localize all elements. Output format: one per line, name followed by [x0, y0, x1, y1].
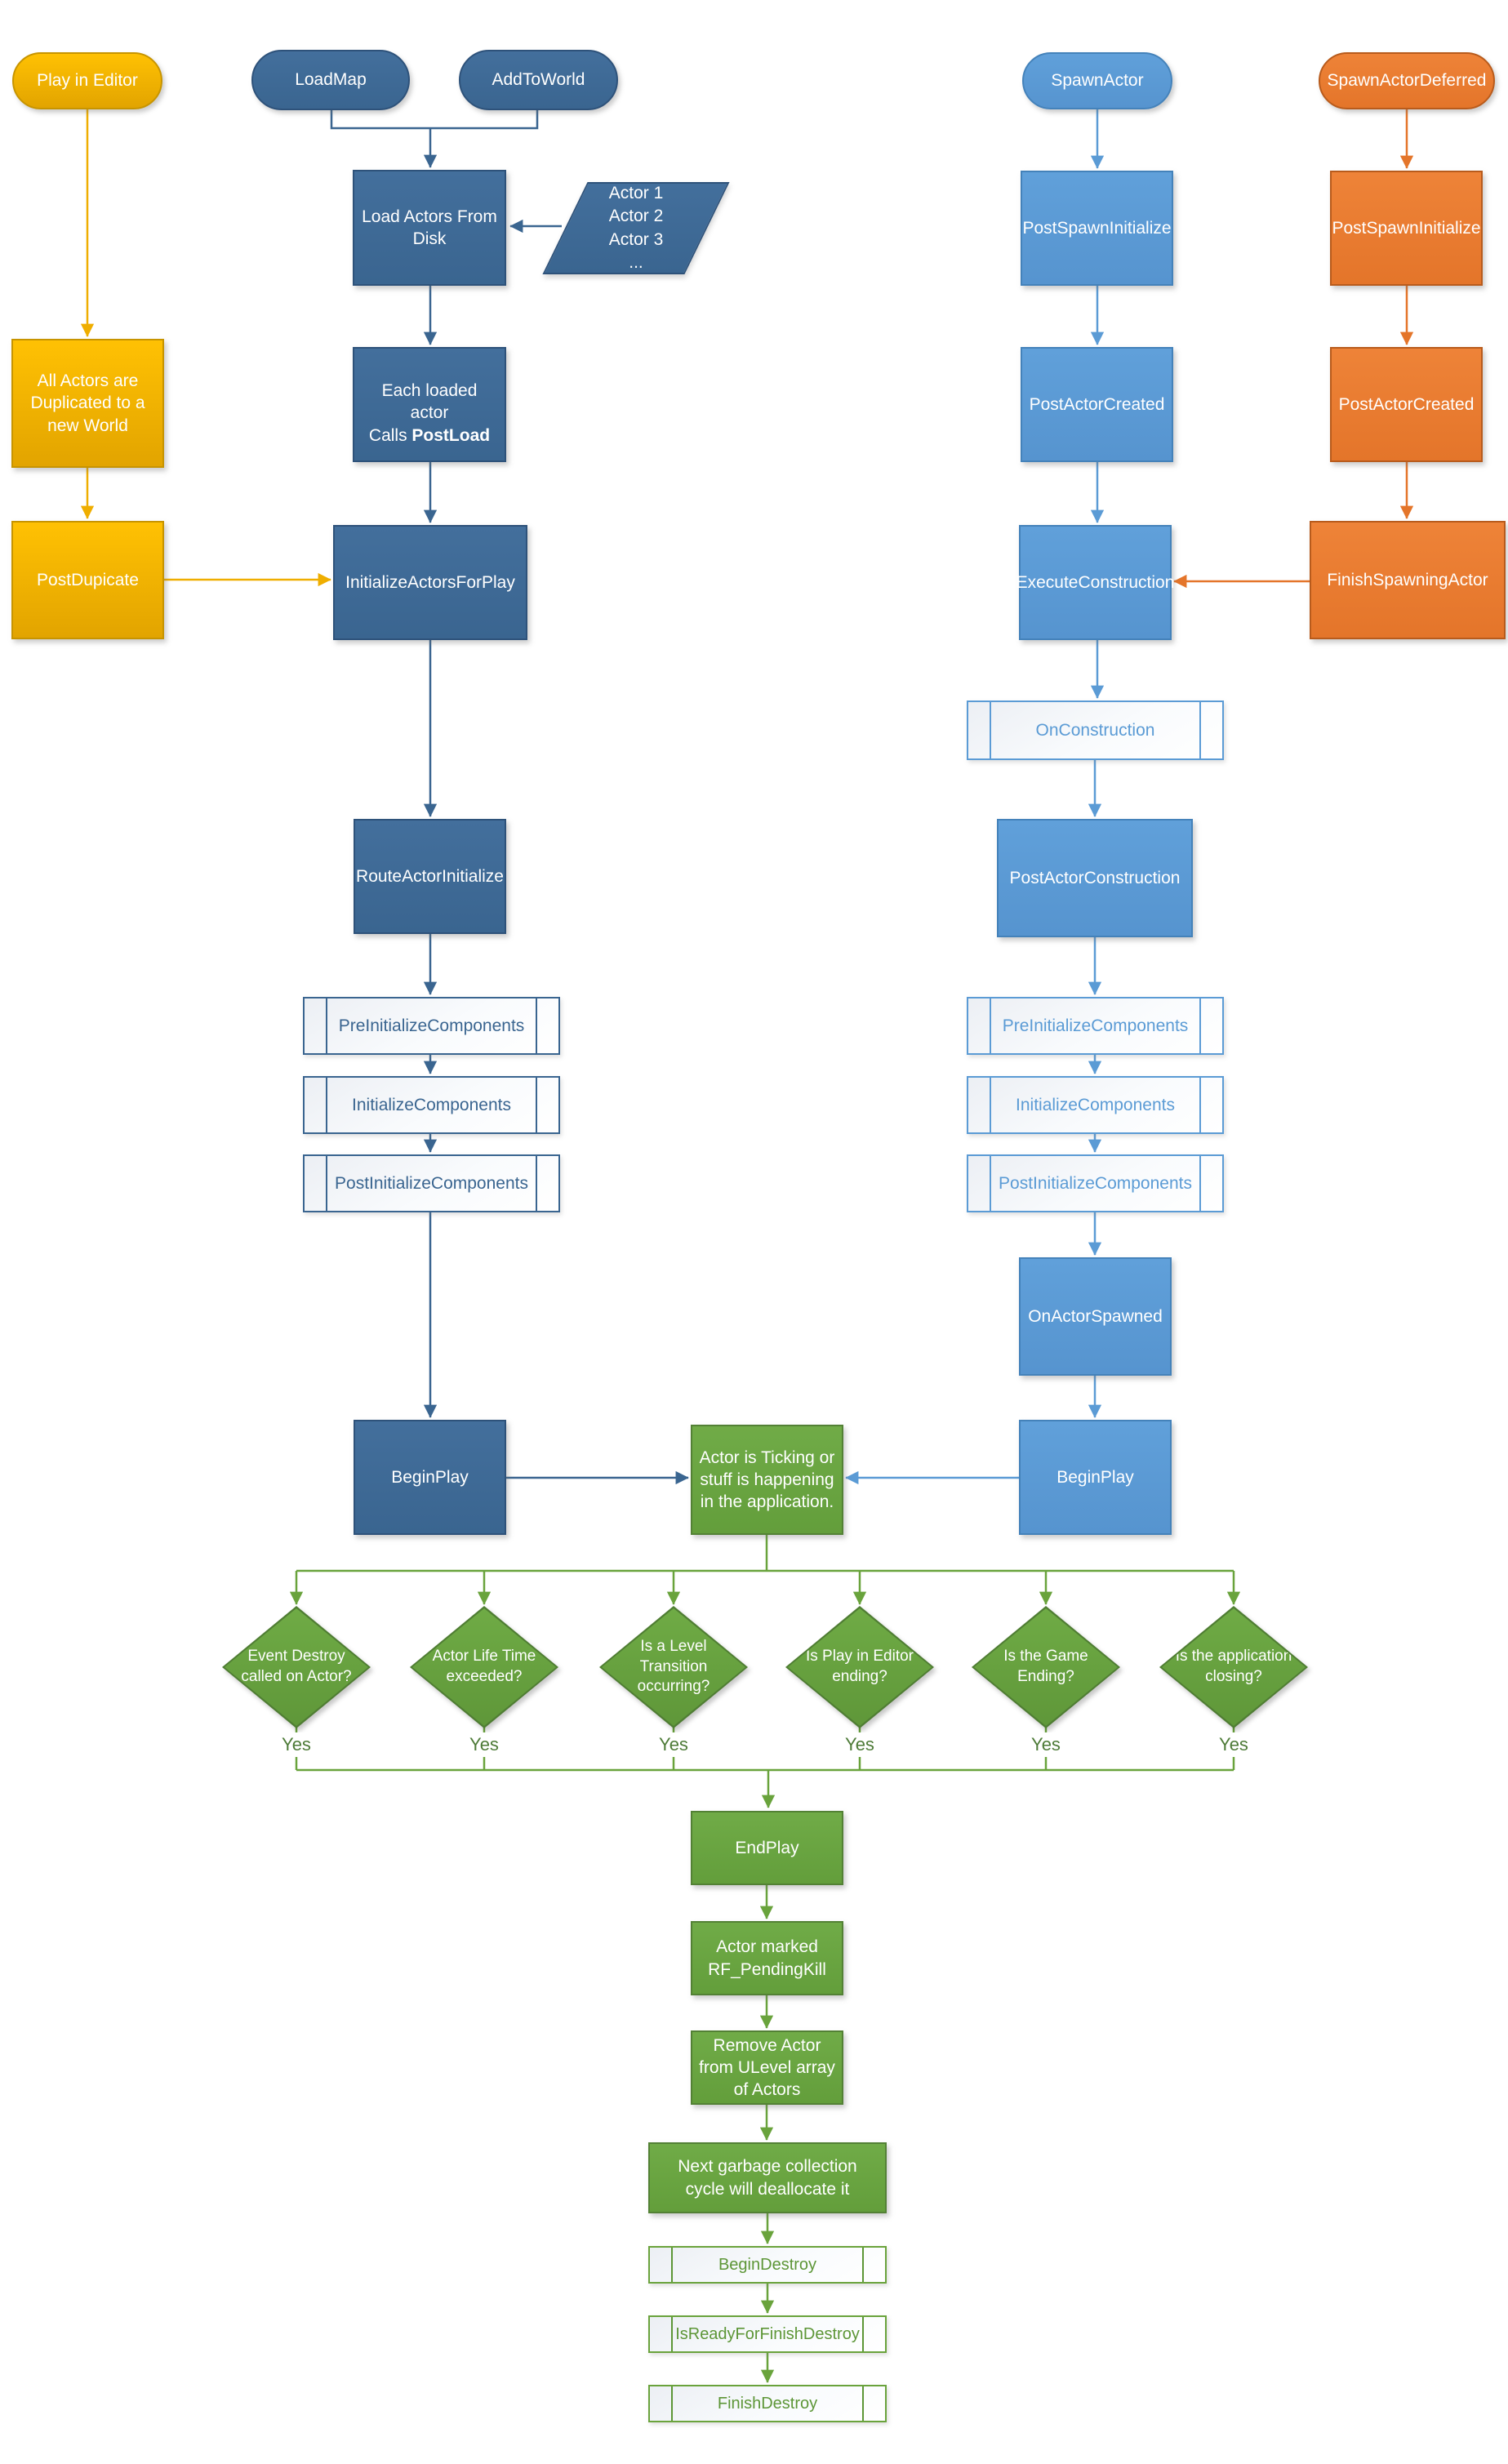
actor-item: Actor 3 [608, 229, 664, 249]
process-all-actors-duplicated: All Actors are Duplicated to a new World [11, 339, 164, 468]
process-postspawninitialize-spawn: PostSpawnInitialize [1021, 171, 1173, 286]
postload-label: PostLoad [411, 425, 491, 445]
decision-event-destroy: Event Destroy called on Actor? [222, 1606, 371, 1728]
yes-label: Yes [1208, 1732, 1260, 1757]
process-postspawninitialize-deferred: PostSpawnInitialize [1330, 171, 1483, 286]
diamond-label: Is the Game Ending? [974, 1608, 1118, 1726]
decision-game-ending: Is the Game Ending? [972, 1606, 1120, 1728]
subroutine-isreadyforfinishdestroy: IsReadyForFinishDestroy [648, 2315, 887, 2353]
process-garbage-collection: Next garbage collection cycle will deall… [648, 2142, 887, 2213]
subroutine-preinitializecomponents-left: PreInitializeComponents [303, 997, 560, 1055]
terminal-spawnactor: SpawnActor [1022, 52, 1172, 109]
subroutine-postinitializecomponents-left: PostInitializeComponents [303, 1154, 560, 1212]
process-load-actors-from-disk: Load Actors From Disk [353, 170, 506, 286]
diamond-label: Is a Level Transition occurring? [602, 1608, 745, 1726]
decision-level-transition: Is a Level Transition occurring? [599, 1606, 748, 1728]
subroutine-finishdestroy: FinishDestroy [648, 2385, 887, 2422]
yes-label: Yes [834, 1732, 886, 1757]
process-postactorconstruction: PostActorConstruction [997, 819, 1193, 937]
process-each-loaded-actor: Each loaded actor Calls PostLoad [353, 347, 506, 462]
process-initializeactorsforplay: InitializeActorsForPlay [333, 525, 527, 640]
process-actor-marked-pendingkill: Actor marked RF_PendingKill [691, 1921, 843, 1995]
subroutine-onconstruction: OnConstruction [967, 701, 1224, 760]
terminal-spawnactordeferred: SpawnActorDeferred [1319, 52, 1495, 109]
process-endplay: EndPlay [691, 1811, 843, 1885]
subroutine-initializecomponents-left: InitializeComponents [303, 1076, 560, 1134]
subroutine-postinitializecomponents-right: PostInitializeComponents [967, 1154, 1224, 1212]
process-beginplay-right: BeginPlay [1019, 1420, 1172, 1535]
actor-item: Actor 1 [608, 183, 664, 202]
process-executeconstruction: ExecuteConstruction [1016, 525, 1174, 640]
process-finishspawningactor: FinishSpawningActor [1310, 521, 1506, 639]
yes-label: Yes [458, 1732, 510, 1757]
terminal-loadmap: LoadMap [251, 50, 410, 110]
diamond-label: Actor Life Time exceeded? [412, 1608, 556, 1726]
subroutine-preinitializecomponents-right: PreInitializeComponents [967, 997, 1224, 1055]
subroutine-initializecomponents-right: InitializeComponents [967, 1076, 1224, 1134]
decision-application-closing: Is the application closing? [1159, 1606, 1308, 1728]
process-postdupicate: PostDupicate [11, 521, 164, 639]
yes-label: Yes [1020, 1732, 1072, 1757]
process-routeactorinitialize: RouteActorInitialize [354, 819, 506, 934]
process-beginplay-left: BeginPlay [354, 1420, 506, 1535]
actor-item: Actor 2 [608, 207, 664, 226]
terminal-addtoworld: AddToWorld [459, 50, 618, 110]
data-actor-list: Actor 1 Actor 2 Actor 3 ... [542, 182, 730, 274]
diamond-label: Is the application closing? [1162, 1608, 1306, 1726]
actor-item: ... [629, 252, 643, 272]
each-loaded-line1: Each loaded actor [381, 381, 478, 423]
each-loaded-line2: Calls [368, 425, 412, 445]
actor-list-items: Actor 1 Actor 2 Actor 3 ... [567, 184, 705, 273]
decision-pie-ending: Is Play in Editor ending? [785, 1606, 934, 1728]
subroutine-begindestroy: BeginDestroy [648, 2246, 887, 2284]
process-remove-actor-ulevel: Remove Actor from ULevel array of Actors [691, 2030, 843, 2105]
yes-label: Yes [647, 1732, 700, 1757]
process-onactorspawned: OnActorSpawned [1019, 1257, 1172, 1376]
process-postactorcreated-spawn: PostActorCreated [1021, 347, 1173, 462]
decision-actor-lifetime: Actor Life Time exceeded? [410, 1606, 558, 1728]
process-actor-ticking: Actor is Ticking or stuff is happening i… [691, 1425, 843, 1535]
diamond-label: Event Destroy called on Actor? [225, 1608, 368, 1726]
terminal-play-in-editor: Play in Editor [12, 52, 162, 109]
diamond-label: Is Play in Editor ending? [788, 1608, 932, 1726]
process-postactorcreated-deferred: PostActorCreated [1330, 347, 1483, 462]
yes-label: Yes [270, 1732, 323, 1757]
